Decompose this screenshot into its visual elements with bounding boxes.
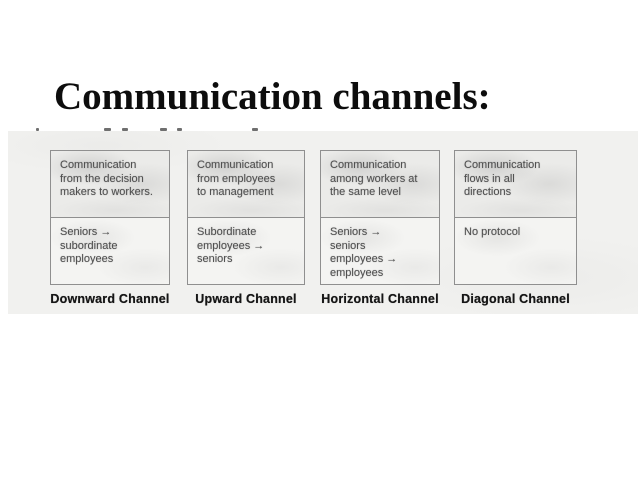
channel-column-diagonal: Communication flows in all directions No… bbox=[454, 150, 577, 306]
scan-artifact bbox=[252, 128, 258, 131]
channel-column-upward: Communication from employees to manageme… bbox=[187, 150, 305, 306]
channel-box: Communication from employees to manageme… bbox=[187, 150, 305, 285]
scan-artifact bbox=[104, 128, 111, 131]
channel-description: Communication from employees to manageme… bbox=[188, 151, 304, 218]
channel-box: Communication flows in all directions No… bbox=[454, 150, 577, 285]
channel-box: Communication from the decision makers t… bbox=[50, 150, 170, 285]
scan-artifact bbox=[122, 128, 128, 131]
scan-artifact bbox=[160, 128, 167, 131]
channel-label-diagonal: Diagonal Channel bbox=[461, 292, 570, 306]
channel-column-downward: Communication from the decision makers t… bbox=[50, 150, 170, 306]
channel-label-downward: Downward Channel bbox=[50, 292, 170, 306]
channel-description: Communication flows in all directions bbox=[455, 151, 576, 218]
channel-label-upward: Upward Channel bbox=[195, 292, 297, 306]
channel-description: Communication among workers at the same … bbox=[321, 151, 439, 218]
scan-artifact bbox=[36, 128, 39, 131]
channel-flow: Seniors → subordinate employees bbox=[51, 218, 169, 284]
channel-flow: No protocol bbox=[455, 218, 576, 284]
channel-label-horizontal: Horizontal Channel bbox=[321, 292, 439, 306]
channel-column-horizontal: Communication among workers at the same … bbox=[320, 150, 440, 306]
channel-flow: Seniors → seniors employees → employees bbox=[321, 218, 439, 284]
channel-description: Communication from the decision makers t… bbox=[51, 151, 169, 218]
channel-box: Communication among workers at the same … bbox=[320, 150, 440, 285]
scan-artifact bbox=[177, 128, 182, 131]
channel-flow: Subordinate employees → seniors bbox=[188, 218, 304, 284]
page-title: Communication channels: bbox=[54, 75, 491, 119]
scanned-diagram-image: Communication from the decision makers t… bbox=[8, 128, 638, 314]
